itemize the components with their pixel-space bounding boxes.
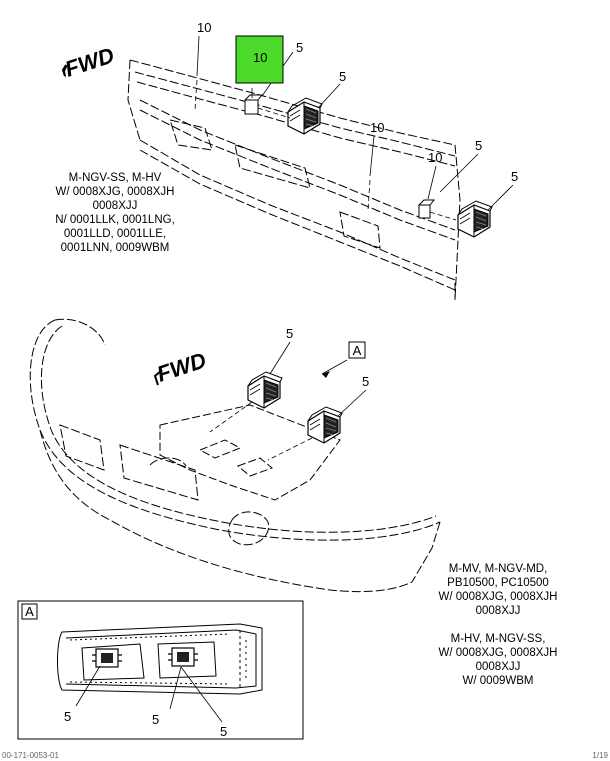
- svg-text:M-NGV-SS, M-HV: M-NGV-SS, M-HV: [69, 172, 162, 184]
- callout-number[interactable]: 5: [339, 69, 346, 84]
- callout-number[interactable]: 10: [197, 20, 211, 35]
- bracket: [418, 199, 436, 219]
- leader-lines: [209, 341, 367, 461]
- applicability-note: M-HV, M-NGV-SS, W/ 0008XJG, 0008XJH 0008…: [439, 633, 558, 687]
- svg-text:W/ 0008XJG, 0008XJH: W/ 0008XJG, 0008XJH: [56, 186, 175, 198]
- callout-number[interactable]: 5: [64, 709, 71, 724]
- leader-lines: [75, 665, 223, 723]
- svg-text:0008XJJ: 0008XJJ: [476, 661, 521, 673]
- svg-text:PB10500, PC10500: PB10500, PC10500: [447, 577, 549, 589]
- detail-label-box: [21, 603, 38, 620]
- svg-text:W/ 0008XJG, 0008XJH: W/ 0008XJG, 0008XJH: [439, 591, 558, 603]
- page-number: 1/19: [592, 751, 608, 760]
- fwd-label: FWD: [154, 347, 209, 386]
- svg-text:W/ 0009WBM: W/ 0009WBM: [463, 675, 534, 687]
- callout-number[interactable]: 5: [220, 724, 227, 739]
- svg-text:M-HV, M-NGV-SS,: M-HV, M-NGV-SS,: [451, 633, 546, 645]
- svg-text:0001LNN, 0009WBM: 0001LNN, 0009WBM: [61, 242, 170, 254]
- detail-frame: [17, 600, 304, 740]
- mounting-plate: [159, 404, 341, 501]
- callout-number[interactable]: 5: [286, 326, 293, 341]
- callout-highlight[interactable]: [235, 35, 284, 84]
- svg-text:0008XJJ: 0008XJJ: [93, 200, 138, 212]
- callout-number[interactable]: 5: [296, 40, 303, 55]
- detail-label: A: [25, 604, 34, 619]
- svg-text:0008XJJ: 0008XJJ: [476, 605, 521, 617]
- fog-lamp-icon: [247, 371, 283, 409]
- bracket: [244, 94, 264, 115]
- view-arrow: [322, 371, 330, 378]
- svg-text:N/ 0001LLK, 0001LNG,: N/ 0001LLK, 0001LNG,: [55, 214, 175, 226]
- view-ref-box[interactable]: [348, 341, 366, 359]
- svg-text:0001LLD, 0001LLE,: 0001LLD, 0001LLE,: [64, 228, 166, 240]
- fwd-arrow-icon: [61, 63, 69, 78]
- upper-view: FWD: [55, 20, 518, 301]
- fog-lamp-icon: [287, 97, 323, 135]
- fwd-arrow-icon: [153, 369, 163, 386]
- callout-number[interactable]: 10: [370, 120, 384, 135]
- bumper-shell: [29, 318, 441, 593]
- bumper-beam: [127, 59, 461, 301]
- callout-number[interactable]: 5: [475, 138, 482, 153]
- applicability-note: M-NGV-SS, M-HV W/ 0008XJG, 0008XJH 0008X…: [55, 172, 175, 254]
- fog-lamp-icon: [457, 200, 493, 238]
- figure-id: 00-171-0053-01: [2, 751, 59, 760]
- callout-number-highlighted[interactable]: 10: [253, 50, 267, 65]
- view-ref-label[interactable]: A: [353, 343, 362, 358]
- fog-lamp-icon: [307, 406, 343, 444]
- detail-view-a: A 5 5 5: [17, 600, 304, 740]
- svg-text:M-MV, M-NGV-MD,: M-MV, M-NGV-MD,: [449, 563, 548, 575]
- callout-number[interactable]: 10: [428, 150, 442, 165]
- fog-lamp-icon: [168, 647, 198, 667]
- applicability-note: M-MV, M-NGV-MD, PB10500, PC10500 W/ 0008…: [439, 563, 558, 617]
- callout-number[interactable]: 5: [511, 169, 518, 184]
- callout-number[interactable]: 5: [362, 374, 369, 389]
- fwd-label: FWD: [62, 42, 117, 81]
- svg-text:W/ 0008XJG, 0008XJH: W/ 0008XJG, 0008XJH: [439, 647, 558, 659]
- bumper-face: [57, 623, 263, 695]
- callout-number[interactable]: 5: [152, 712, 159, 727]
- fog-lamp-icon: [92, 648, 122, 668]
- lower-view: FWD 5: [29, 318, 558, 687]
